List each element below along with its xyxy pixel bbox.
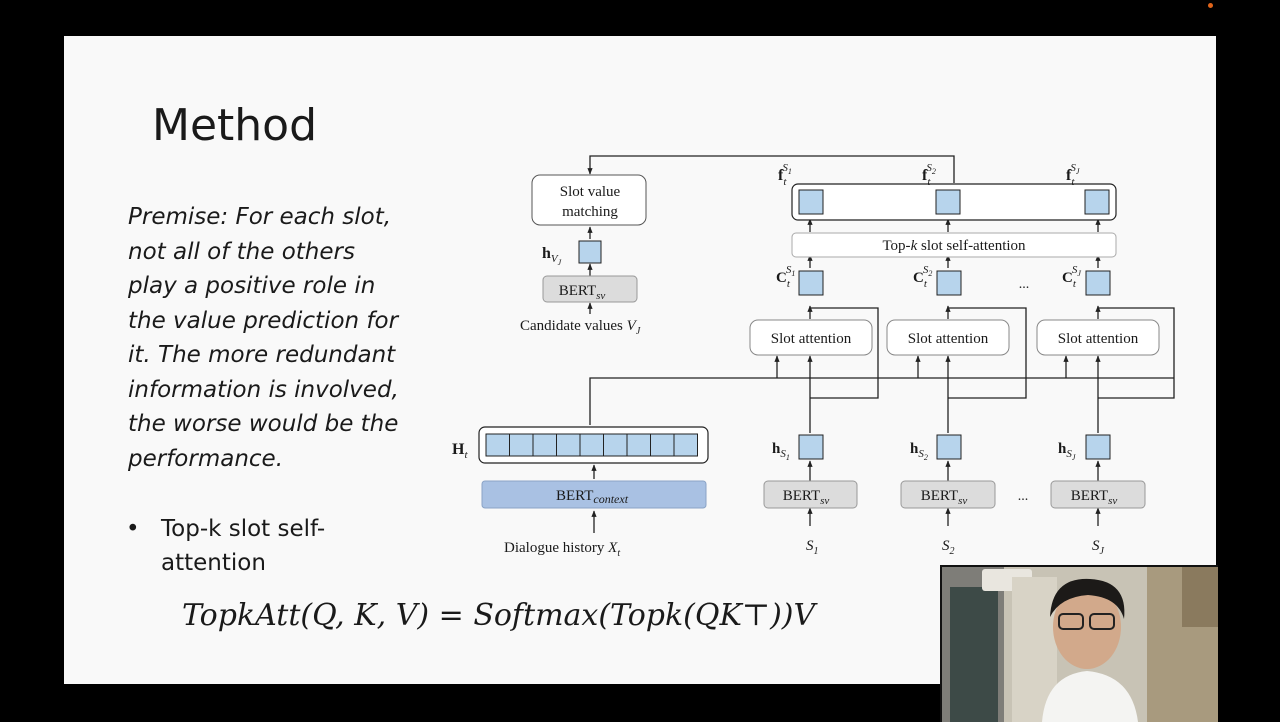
bert-context-box [481, 480, 707, 509]
c-s1-label: CtS1 [776, 264, 795, 290]
slot-attention-label: Slot attention [771, 331, 852, 347]
premise-line: not all of the others [128, 238, 355, 265]
c-row-ellipsis: ... [1019, 277, 1030, 292]
h-s1-label: hS1 [772, 441, 790, 462]
topk-self-attention-label: Top-k slot self-attention [882, 238, 1026, 254]
h-s2-label: hS2 [910, 441, 928, 462]
slot-value-matching-box [531, 174, 647, 226]
h-v-cell [578, 240, 602, 264]
slot-input-sj: SJ [1092, 538, 1105, 557]
candidate-values-label: Candidate values VJ [520, 318, 641, 337]
premise-line: information is involved, [128, 376, 399, 403]
f-sj-label: ftSJ [1066, 162, 1080, 188]
slot-input-s2: S2 [942, 538, 955, 557]
slot-attention-label: Slot attention [1058, 331, 1139, 347]
c-sj-cell [1085, 270, 1111, 296]
h-sj-label: hSJ [1058, 441, 1076, 462]
slide: Method Premise: For each slot, not all o… [64, 36, 1216, 684]
presenter-webcam [940, 565, 1218, 722]
bullet-line: Top-k slot self- [161, 516, 326, 542]
f-s2-label: ftS2 [922, 162, 936, 188]
premise-text: Premise: For each slot, not all of the o… [128, 200, 418, 476]
premise-line: it. The more redundant [128, 342, 396, 368]
bert-sv-label: BERTsv [783, 488, 830, 507]
bert-sv-label: BERTsv [559, 283, 606, 302]
slot-attention-box-2 [886, 319, 1010, 356]
ht-cells [485, 433, 698, 457]
h-s1-cell [798, 434, 824, 460]
slot-attention-box-j [1036, 319, 1160, 356]
premise-line: the worse would be the [128, 411, 399, 437]
slot-attention-box-1 [749, 319, 873, 356]
bert-sv-label: BERTsv [1071, 488, 1118, 507]
topk-attention-formula: TopkAtt(Q, K, V) = Softmax(Topk(QK⊤))V [182, 598, 816, 633]
bert-sv-box-1 [763, 480, 858, 509]
dialogue-history-label: Dialogue history Xt [504, 540, 620, 559]
premise-line: play a positive role in [128, 273, 376, 299]
f-s1-cell [798, 189, 824, 215]
c-s1-cell [798, 270, 824, 296]
bullet-line: attention [161, 550, 266, 576]
ht-label: Ht [452, 441, 468, 461]
slot-attention-label: Slot attention [908, 331, 989, 347]
bert-sv-label: BERTsv [921, 488, 968, 507]
slot-value-matching-label: matching [562, 204, 618, 220]
slot-value-matching-label: Slot value [560, 184, 621, 200]
h-v-label: hVJ [542, 245, 562, 267]
slide-title: Method [152, 100, 318, 151]
f-sj-cell [1084, 189, 1110, 215]
h-sj-cell [1085, 434, 1111, 460]
premise-line: performance. [128, 445, 284, 472]
bert-sv-box [542, 275, 638, 303]
c-s2-cell [936, 270, 962, 296]
architecture-diagram: Slot value matching hVJ BERTsv Candidate… [452, 155, 1175, 559]
c-s2-label: CtS2 [913, 264, 932, 290]
f-s1-label: ftS1 [778, 162, 792, 188]
presenter-video-frame [942, 567, 1218, 722]
h-s2-cell [936, 434, 962, 460]
premise-line: the value prediction for [128, 307, 399, 334]
premise-line: Premise: For each slot, [128, 204, 392, 230]
recording-indicator-dot [1208, 3, 1213, 8]
bullet-marker: • [126, 516, 140, 542]
bert-context-label: BERTcontext [556, 488, 629, 506]
bert-sv-box-2 [900, 480, 996, 509]
bert-row-ellipsis: ... [1018, 489, 1029, 504]
c-sj-label: CtSJ [1062, 264, 1081, 290]
bert-sv-box-j [1050, 480, 1146, 509]
slot-input-s1: S1 [806, 538, 819, 557]
f-s2-cell [935, 189, 961, 215]
connector-lines [587, 155, 1175, 533]
topk-self-attention-box [791, 232, 1117, 258]
